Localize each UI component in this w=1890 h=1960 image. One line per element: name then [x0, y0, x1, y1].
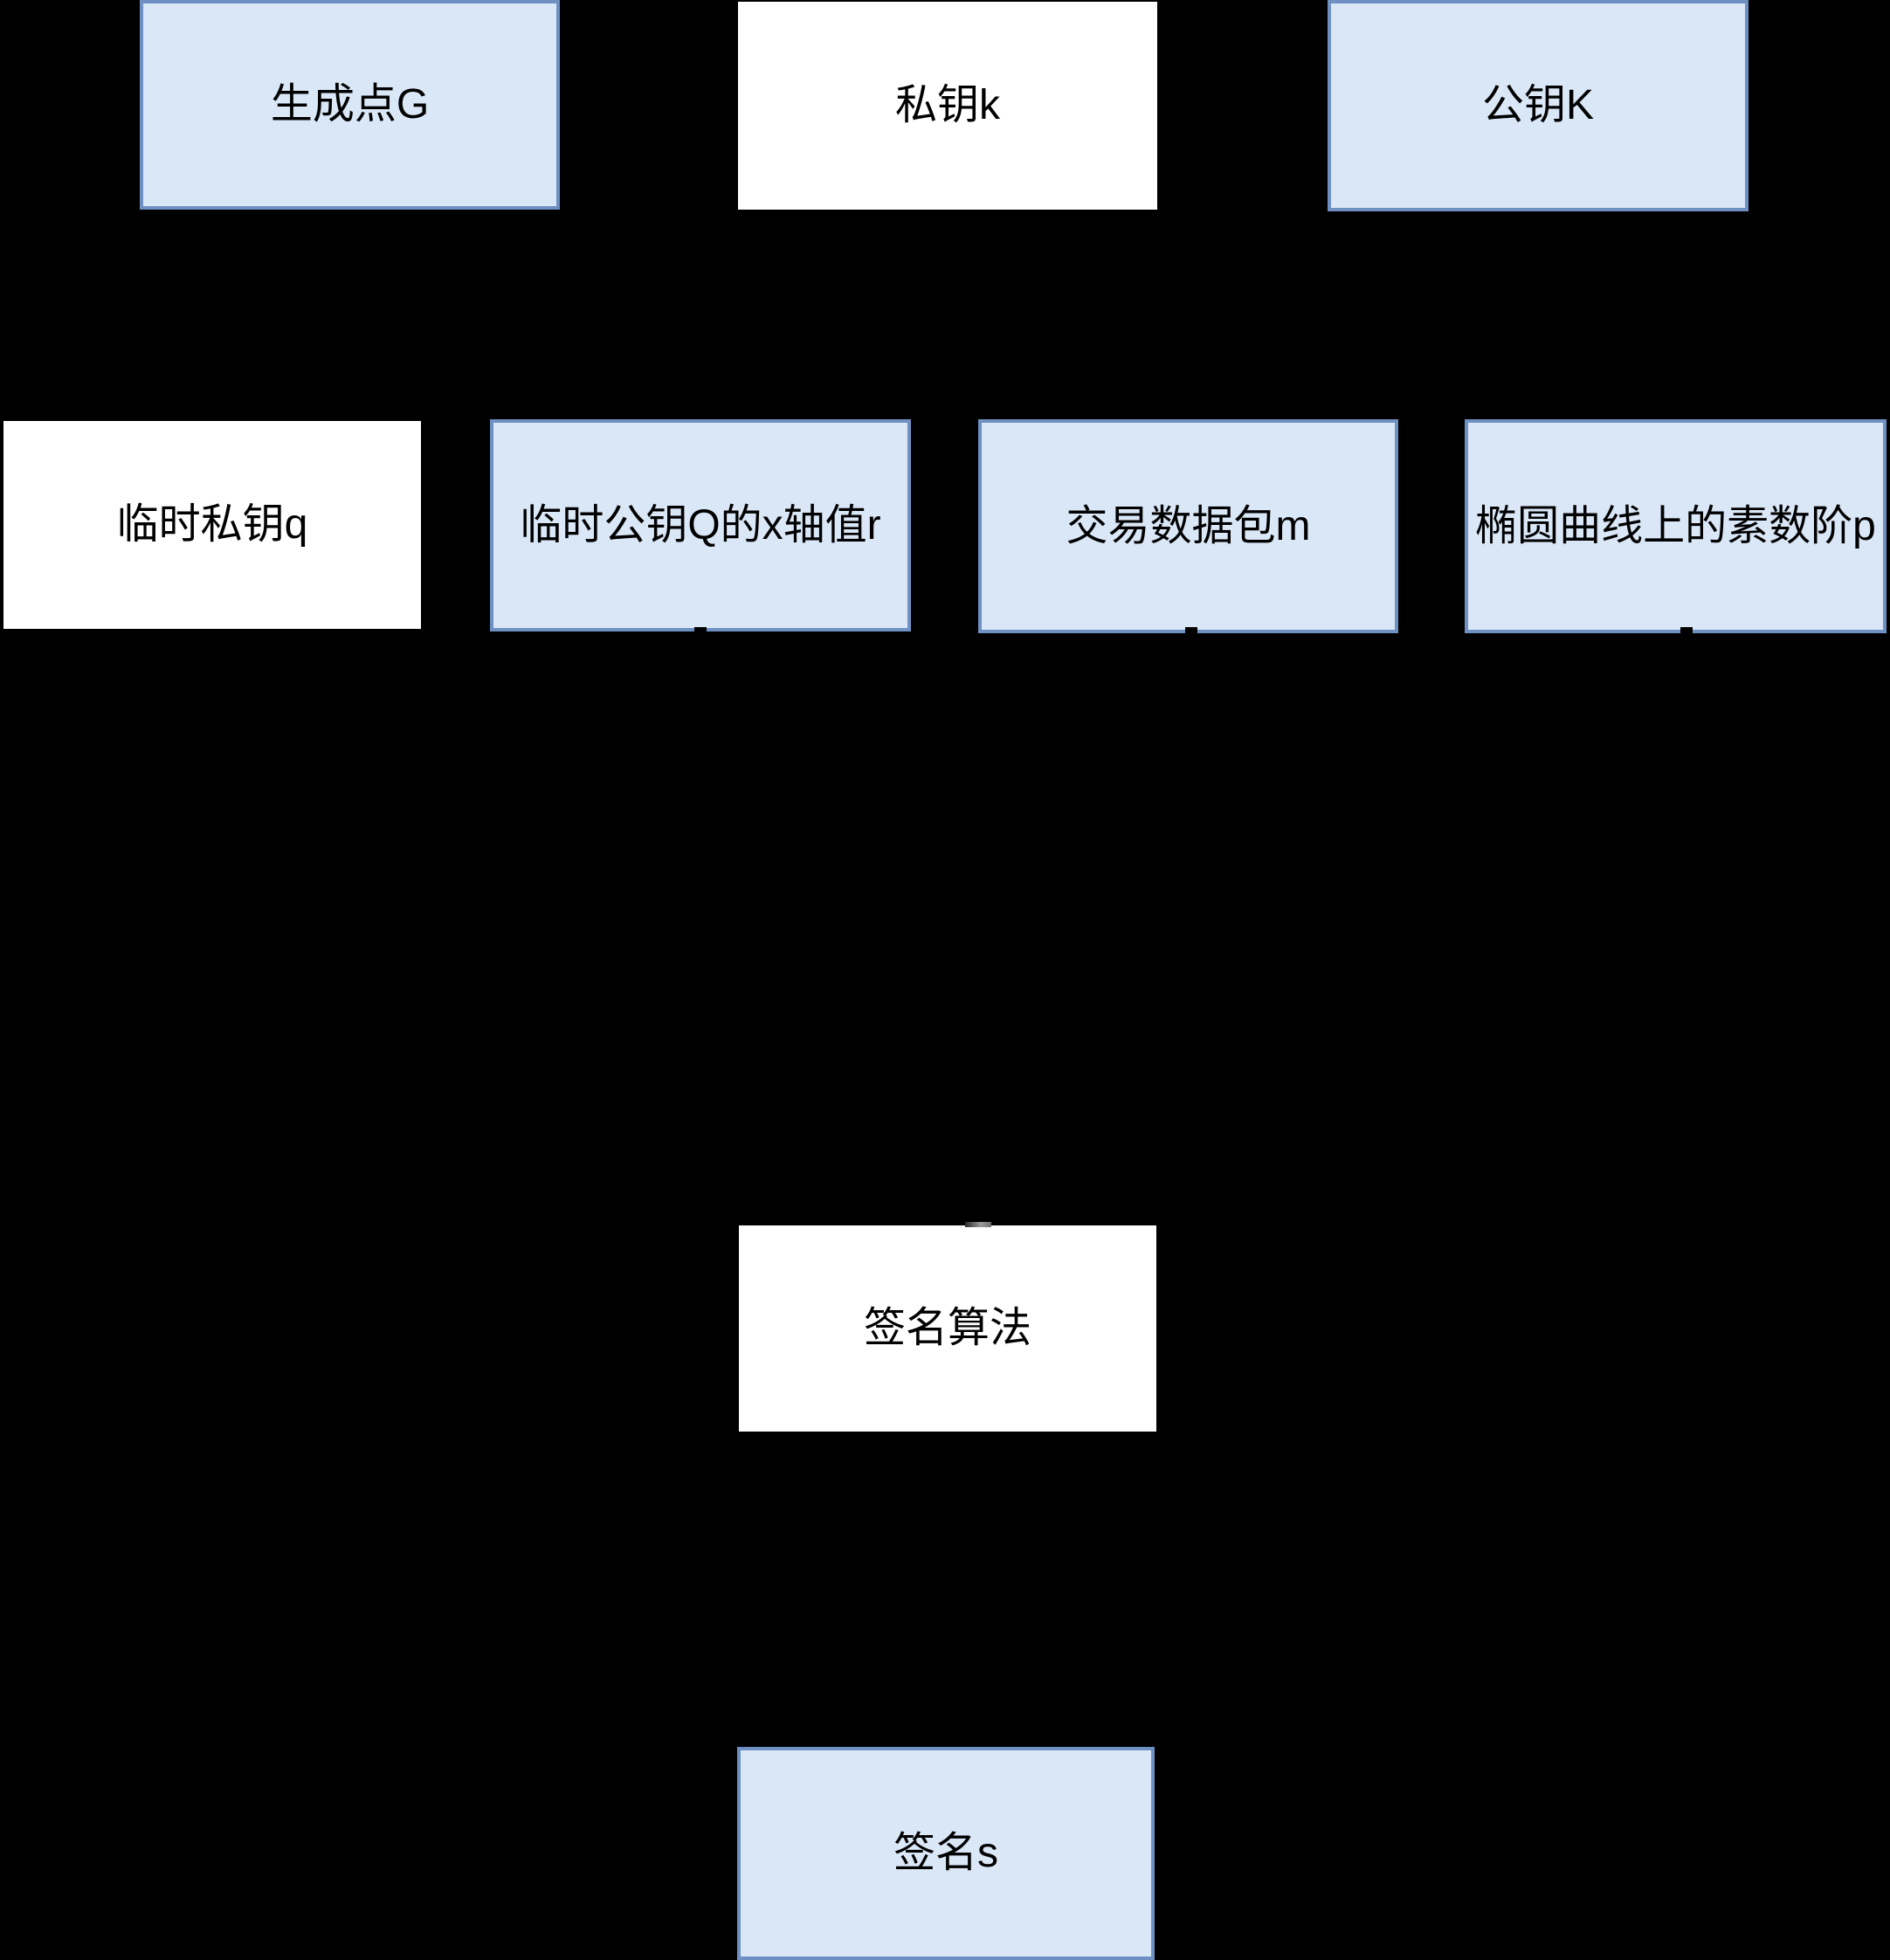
- arrowhead-smudge: [965, 1222, 991, 1227]
- node-temp-public-key-x-value-r: 临时公钥Q的x轴值r: [490, 419, 911, 631]
- node-temp-private-key-q: 临时私钥q: [3, 421, 421, 629]
- node-public-key-K: 公钥K: [1328, 0, 1749, 211]
- node-signature-algorithm: 签名算法: [739, 1225, 1156, 1432]
- node-signature-s: 签名s: [737, 1747, 1155, 1960]
- node-private-key-k: 私钥k: [738, 2, 1157, 210]
- connector-stub: [694, 627, 707, 635]
- node-transaction-data-m: 交易数据包m: [978, 419, 1398, 633]
- connector-stub: [1680, 627, 1693, 635]
- connector-stub: [1185, 627, 1197, 635]
- node-prime-order-p: 椭圆曲线上的素数阶p: [1465, 419, 1887, 633]
- node-generator-point-g: 生成点G: [140, 0, 560, 210]
